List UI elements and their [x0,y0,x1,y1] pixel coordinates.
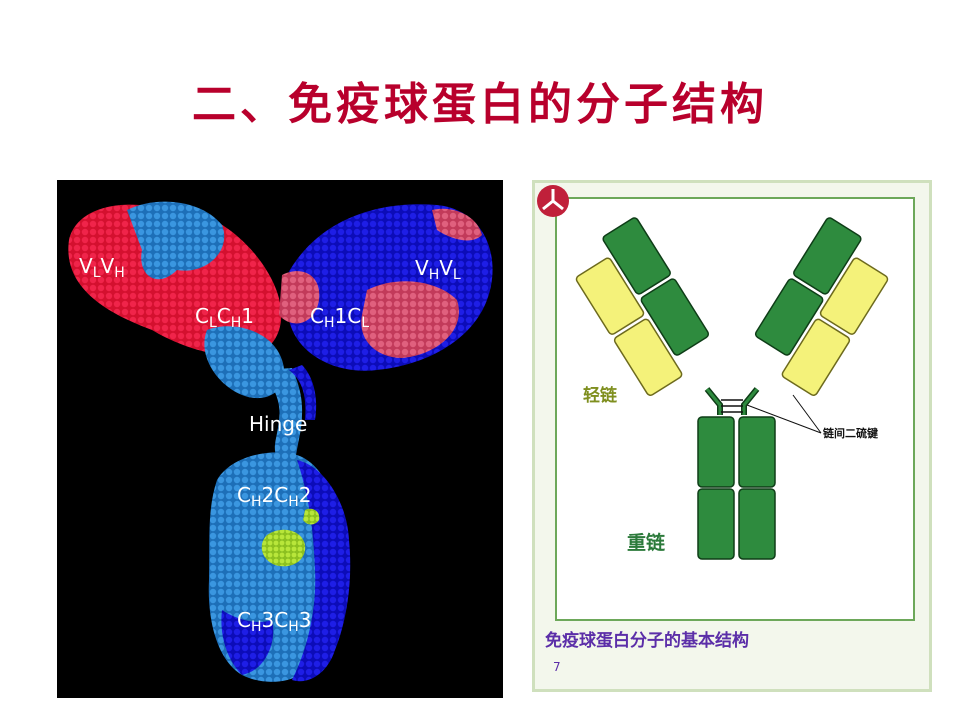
heavy-chain-ch2-right [738,416,776,488]
label-ch1-cl: CH1CL [310,304,370,331]
light-chain-vl-left [575,257,645,335]
fab-right-pink [361,281,459,358]
carbohydrate-green [261,529,306,567]
label-ch3-ch3: CH3CH3 [237,608,312,635]
heavy-chain-vh-left [602,217,671,295]
molecule-render [68,201,493,682]
heavy-chain-vh-right [793,217,862,295]
label-vl-vh: VLVH [79,254,125,281]
light-chain-label: 轻链 [583,386,617,406]
heavy-chain-ch1-right [754,278,824,356]
fab-left-red [68,204,282,356]
diagram-caption: 免疫球蛋白分子的基本结构 [545,631,749,651]
label-ch2-ch2: CH2CH2 [237,483,312,510]
hinge-strand-blue [289,365,317,420]
slide-title: 二、免疫球蛋白的分子结构 [192,79,768,130]
heavy-chain-ch1-left [640,278,710,356]
publisher-logo-icon [537,185,569,217]
fc-blue-lower [221,610,274,675]
hinge-right-fill [742,388,759,415]
disulfide-label: 链间二硫键 [823,427,878,440]
fab-left-blue [127,201,225,280]
fc-blue [292,460,351,682]
heavy-chain-label: 重链 [627,532,666,554]
hinge-left-fill [705,388,722,415]
heavy-chain-ch3-right [738,488,776,560]
carbohydrate-green2 [303,508,320,525]
fab-right-pink2 [279,271,320,324]
fab-left-blue2 [204,326,285,399]
label-hinge: Hinge [249,412,308,436]
heavy-chain-ch3-left [697,488,735,560]
light-chain-cl-left [613,318,683,396]
light-chain-vl-right [819,257,889,335]
disulfide-pointer-2 [792,394,822,434]
light-chain-cl-right [781,318,851,396]
page-number: 7 [553,660,561,674]
molecular-model-image: VLVH CLCH1 CH1CL VHVL Hinge CH2CH2 CH3CH… [57,180,503,698]
label-vh-vl: VHVL [415,256,461,283]
label-cl-ch1: CLCH1 [195,304,255,331]
disulfide-pointer [746,404,822,434]
fab-right-pink3 [432,208,482,241]
hinge-strand [262,368,303,462]
schematic-diagram-image: 轻链 重链 链间二硫键 免疫球蛋白分子的基本结构 7 [532,180,932,692]
heavy-chain-ch2-left [697,416,735,488]
antibody-schematic [575,217,889,560]
